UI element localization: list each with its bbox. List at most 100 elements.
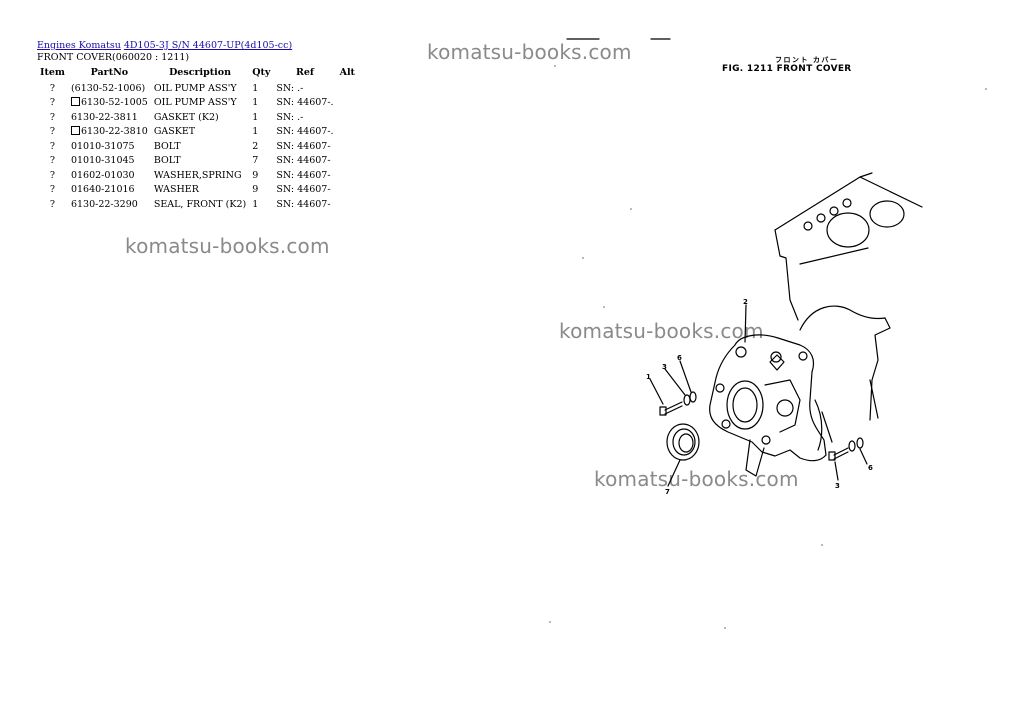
cell-description-text: WASHER: [153, 184, 199, 195]
table-row: ? 6130-52-1005 OIL PUMP ASS'Y 1 SN: 44607-.: [37, 96, 358, 111]
table-row: ? 01010-31045 BOLT 7 SN: 44607-: [37, 154, 358, 169]
cell-description-text: WASHER,SPRING: [153, 169, 242, 181]
cell-ref-text: SN: 44607-: [276, 140, 331, 152]
col-description: Description: [169, 67, 231, 78]
cell-qty-text: 1: [252, 111, 259, 123]
cell-qty: 1: [249, 110, 273, 125]
cell-item: ?: [37, 96, 68, 111]
cell-description: BOLT: [151, 139, 249, 154]
figure-title-jp: フロント カバー: [775, 56, 839, 64]
cell-description: OIL PUMP ASS'Y: [151, 96, 249, 111]
cell-item-text: ?: [49, 82, 56, 94]
cell-ref-text: SN: 44607-: [276, 198, 331, 210]
cell-qty: 9: [249, 168, 273, 183]
cell-description-text: BOLT: [153, 140, 181, 152]
cell-description-text: OIL PUMP ASS'Y: [153, 97, 237, 108]
cell-partno-text: 01010-31045: [70, 155, 135, 166]
cell-qty: 1: [249, 197, 273, 212]
watermark: komatsu-books.com: [594, 467, 799, 491]
cell-ref: SN: 44607-: [273, 139, 336, 154]
cell-qty-text: 1: [252, 97, 259, 108]
cell-qty-text: 1: [252, 126, 259, 137]
cell-partno: 6130-22-3290: [68, 197, 151, 212]
breadcrumb: Engines Komatsu 4D105-3J S/N 44607-UP(4d…: [37, 40, 292, 51]
callout-6: 6: [868, 464, 873, 472]
cell-qty-text: 1: [252, 82, 259, 94]
cell-description-text: SEAL, FRONT (K2): [153, 198, 247, 210]
col-ref: Ref: [295, 67, 315, 78]
cell-partno: 6130-22-3810: [68, 125, 151, 140]
cell-qty: 1: [249, 81, 273, 96]
cell-ref-text: SN: 44607-: [276, 155, 331, 166]
checkbox-icon: [70, 97, 80, 106]
watermark: komatsu-books.com: [559, 319, 764, 343]
cell-partno: 01010-31045: [68, 154, 151, 169]
cell-item: ?: [37, 197, 68, 212]
cell-partno-text: (6130-52-1006): [70, 82, 146, 94]
cell-description-text: OIL PUMP ASS'Y: [153, 82, 237, 94]
cell-description: BOLT: [151, 154, 249, 169]
col-alt: Alt: [339, 67, 355, 78]
cell-description: WASHER,SPRING: [151, 168, 249, 183]
cell-ref: SN: 44607-: [273, 168, 336, 183]
table-row: ? (6130-52-1006) OIL PUMP ASS'Y 1 SN: .-: [37, 81, 358, 96]
cell-partno: (6130-52-1006): [68, 81, 151, 96]
cell-ref-text: SN: 44607-.: [276, 97, 334, 108]
cell-item: ?: [37, 110, 68, 125]
cell-item-text: ?: [49, 184, 56, 195]
col-qty: Qty: [252, 67, 271, 78]
cell-item: ?: [37, 81, 68, 96]
cell-item-text: ?: [49, 155, 56, 166]
cell-qty-text: 9: [252, 184, 259, 195]
cell-item-text: ?: [49, 126, 56, 137]
watermark: komatsu-books.com: [125, 234, 330, 258]
col-item: Item: [40, 67, 65, 78]
cell-item-text: ?: [49, 169, 56, 181]
cell-qty-text: 7: [252, 155, 259, 166]
figure-title: FIG. 1211 FRONT COVER: [722, 64, 852, 74]
cell-description-text: GASKET: [153, 126, 196, 137]
cell-description-text: GASKET (K2): [153, 111, 219, 123]
callout-6: 6: [677, 354, 682, 362]
cell-qty-text: 1: [252, 198, 259, 210]
cell-qty: 1: [249, 96, 273, 111]
cell-ref-text: SN: .-: [276, 111, 304, 123]
cell-partno-text: 6130-22-3290: [70, 198, 138, 210]
cell-partno-text: 01010-31075: [70, 140, 135, 152]
table-row: ? 6130-22-3290 SEAL, FRONT (K2) 1 SN: 44607-: [37, 197, 358, 212]
cell-partno-text: 6130-22-3811: [70, 111, 138, 123]
callout-2: 2: [743, 298, 748, 306]
cell-qty: 1: [249, 125, 273, 140]
cell-partno: 01640-21016: [68, 183, 151, 198]
cell-partno: 01602-01030: [68, 168, 151, 183]
cell-item: ?: [37, 154, 68, 169]
table-row: ? 6130-22-3811 GASKET (K2) 1 SN: .-: [37, 110, 358, 125]
breadcrumb-link-engines[interactable]: Engines Komatsu: [37, 40, 121, 51]
cell-item-text: ?: [49, 140, 56, 152]
col-partno: PartNo: [90, 67, 129, 78]
cell-ref: SN: 44607-: [273, 154, 336, 169]
cell-description: SEAL, FRONT (K2): [151, 197, 249, 212]
cell-item: ?: [37, 168, 68, 183]
cell-ref-text: SN: .-: [276, 82, 304, 94]
cell-description-text: BOLT: [153, 155, 181, 166]
cell-item-text: ?: [49, 198, 56, 210]
checkbox-icon: [70, 126, 80, 135]
cell-qty-text: 9: [252, 169, 259, 181]
cell-item-text: ?: [49, 111, 56, 123]
cell-partno-text: 6130-52-1005: [80, 97, 148, 108]
cell-qty: 9: [249, 183, 273, 198]
cell-ref-text: SN: 44607-: [276, 169, 331, 181]
cell-ref-text: SN: 44607-.: [276, 126, 334, 137]
cell-partno: 6130-52-1005: [68, 96, 151, 111]
cell-item: ?: [37, 139, 68, 154]
breadcrumb-link-model[interactable]: 4D105-3J S/N 44607-UP(4d105-cc): [123, 40, 293, 51]
watermark: komatsu-books.com: [427, 40, 632, 64]
callout-3: 3: [662, 363, 667, 371]
cell-description: GASKET (K2): [151, 110, 249, 125]
